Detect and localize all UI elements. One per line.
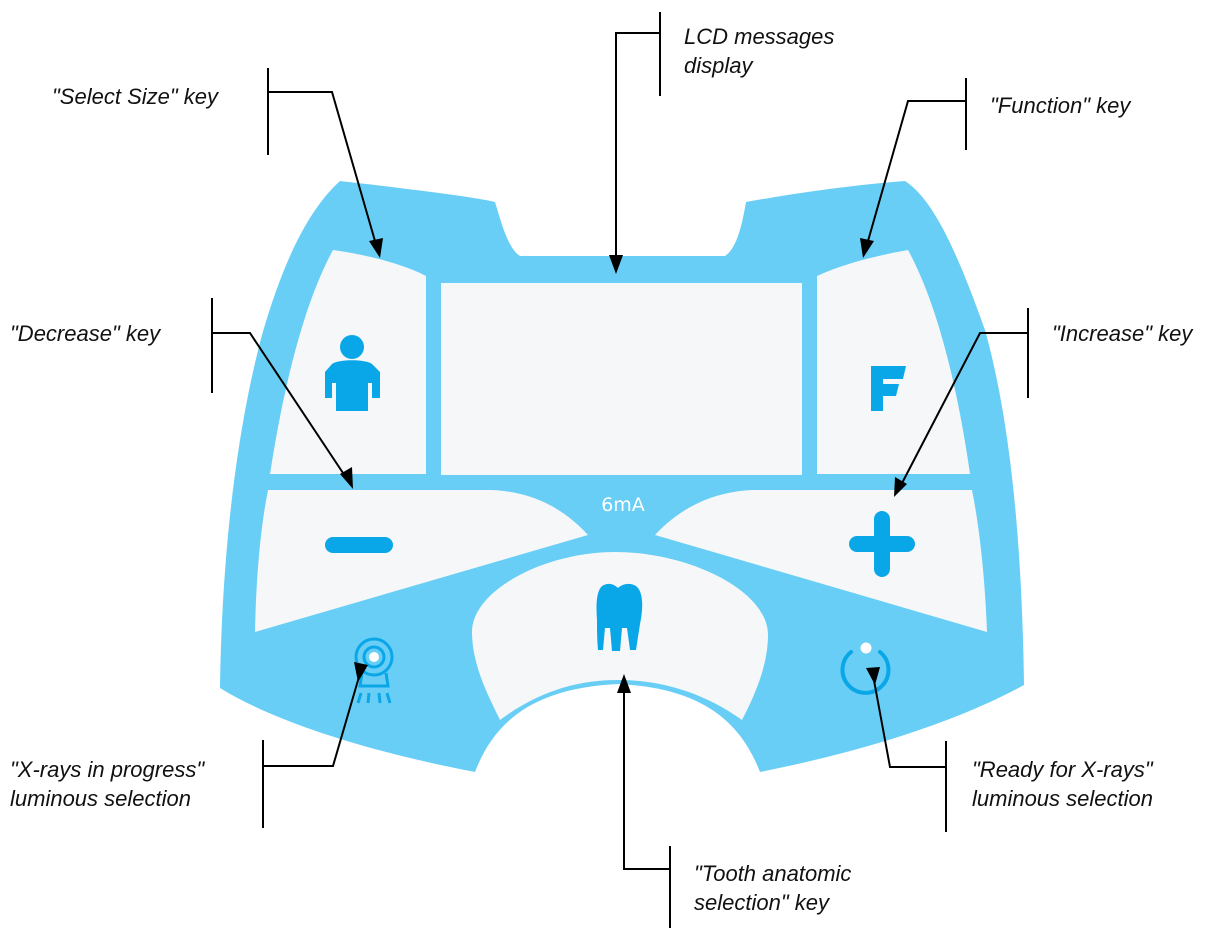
increase-key[interactable] (655, 490, 987, 632)
callout-arrowheads (340, 238, 907, 693)
minus-icon (325, 537, 393, 553)
current-reading: 6mA (601, 494, 645, 516)
decrease-key[interactable] (255, 490, 588, 632)
ready-led (860, 642, 872, 654)
lcd-label: LCD messages display (684, 24, 841, 78)
decrease-label: "Decrease" key (10, 321, 162, 346)
xrays-progress-label: "X-rays in progress" luminous selection (10, 757, 210, 811)
plus-icon (849, 511, 915, 577)
select-size-label: "Select Size" key (52, 84, 220, 109)
increase-label: "Increase" key (1052, 321, 1194, 346)
tooth-icon (596, 583, 643, 651)
callout-labels: LCD messages display "Select Size" key "… (10, 24, 1194, 915)
person-icon (325, 335, 380, 411)
lcd-display (441, 283, 802, 475)
xray-led (369, 652, 379, 662)
ready-label: "Ready for X-rays" luminous selection (972, 757, 1159, 811)
tooth-label: "Tooth anatomic selection" key (694, 861, 858, 915)
function-key[interactable] (817, 250, 970, 474)
power-ready-icon (840, 642, 891, 695)
xray-emission-icon (354, 637, 394, 704)
function-f-icon (871, 366, 906, 411)
callout-lines (211, 12, 1029, 928)
function-label: "Function" key (990, 93, 1132, 118)
control-panel: 6mA (220, 181, 1024, 772)
